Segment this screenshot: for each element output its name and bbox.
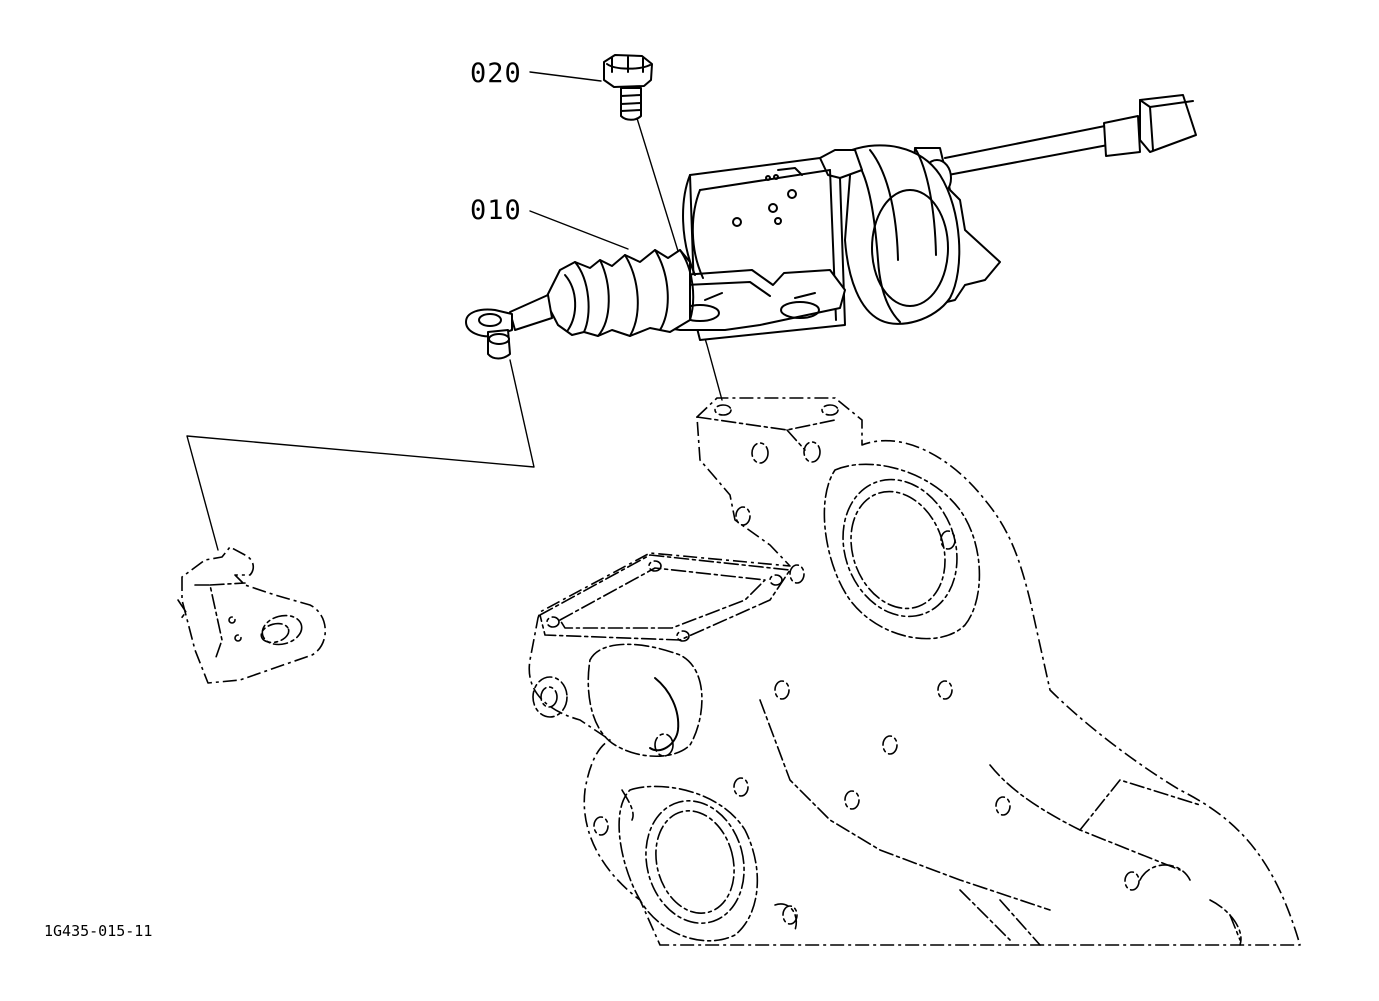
bolt-part — [603, 54, 653, 121]
callout-number-solenoid: 010 — [470, 195, 522, 226]
gear-case-housing — [528, 397, 1301, 946]
figure-code: 1G435-015-11 — [44, 922, 153, 940]
assembly-leader-lines — [186, 71, 723, 551]
bell-crank-lever — [177, 546, 326, 684]
stop-solenoid-part — [465, 94, 1197, 360]
callout-number-bolt: 020 — [470, 58, 522, 89]
